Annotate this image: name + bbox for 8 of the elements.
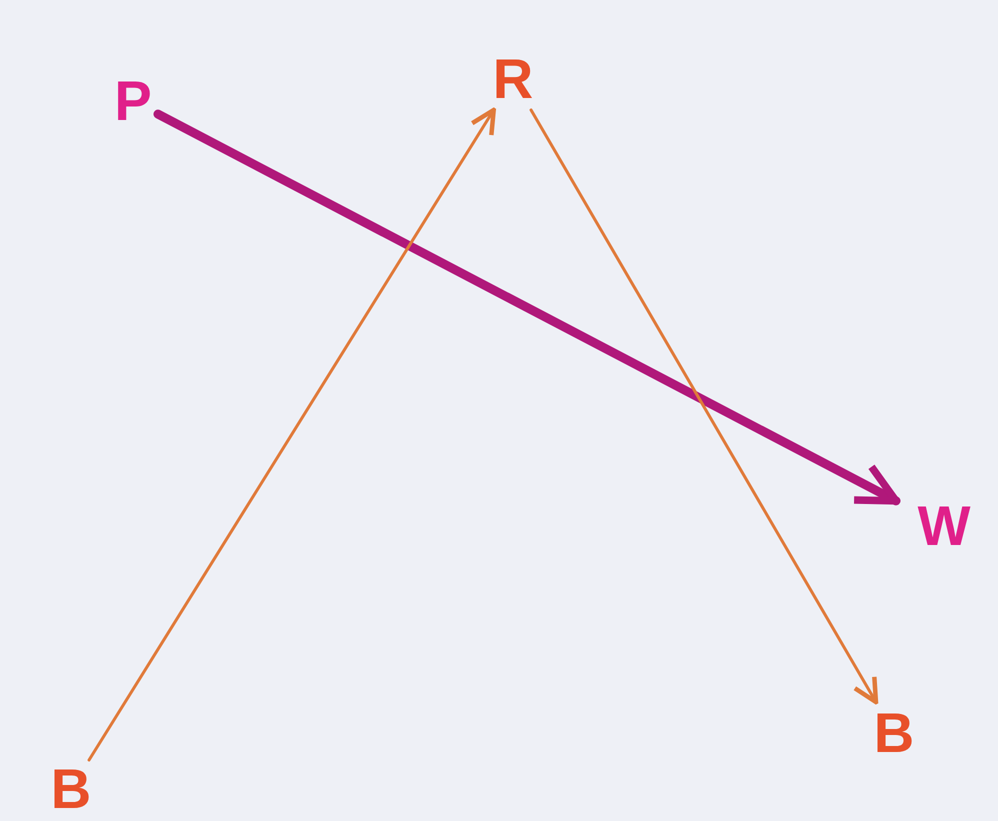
letter-label: P bbox=[108, 68, 158, 134]
letter-label: B bbox=[864, 702, 924, 764]
letter-label: R bbox=[484, 48, 542, 110]
arrow bbox=[88, 108, 496, 762]
letter-label: B bbox=[42, 760, 100, 818]
arrow bbox=[530, 108, 878, 704]
letter-label: W bbox=[896, 495, 992, 557]
arrow bbox=[154, 110, 900, 506]
